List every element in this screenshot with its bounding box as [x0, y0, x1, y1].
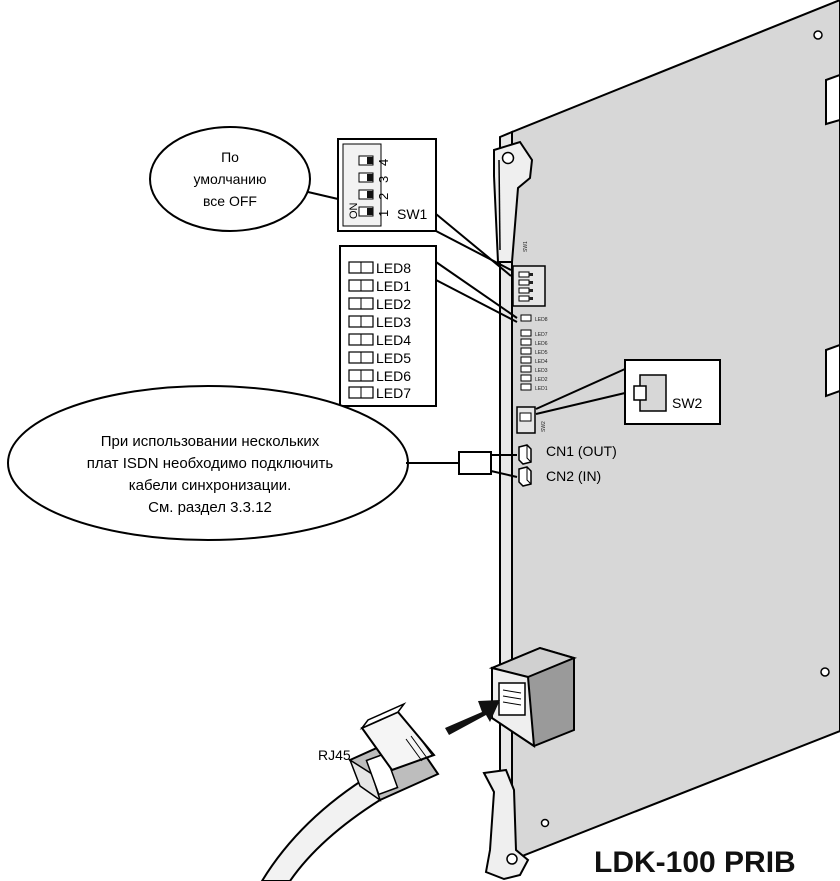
board-led-silkscreen: LED1	[535, 386, 548, 392]
board-led-silkscreen: LED3	[535, 368, 548, 374]
led-legend-label: LED1	[376, 278, 411, 294]
board-led	[521, 315, 531, 321]
default-off-line1: По	[221, 149, 239, 165]
board-sw1-silkscreen: SW1	[523, 241, 529, 252]
led-legend-label: LED8	[376, 260, 411, 276]
board-notch-top	[826, 75, 840, 124]
rj45-cable[interactable]	[262, 704, 438, 881]
isdn-callout-line3: кабели синхронизации.	[129, 477, 292, 494]
sw1-number-4: 4	[376, 159, 391, 166]
insert-arrow	[445, 700, 500, 735]
board-led-silkscreen: LED5	[535, 350, 548, 356]
led-legend-label: LED7	[376, 385, 411, 401]
board-led	[521, 357, 531, 363]
board-led-silkscreen: LED8	[535, 317, 548, 323]
led-legend-label: LED2	[376, 296, 411, 312]
rj45-label: RJ45	[318, 747, 351, 763]
led-legend-label: LED3	[376, 314, 411, 330]
led-legend-label: LED5	[376, 350, 411, 366]
board-led	[521, 339, 531, 345]
isdn-callout-line4: См. раздел 3.3.12	[148, 499, 272, 516]
cn2-connector[interactable]	[519, 467, 531, 486]
default-off-line3: все OFF	[203, 193, 257, 209]
board-led-silkscreen: LED2	[535, 377, 548, 383]
sw2-detail-box	[625, 360, 720, 424]
sw2-label: SW2	[672, 395, 703, 411]
mounting-hole-top	[814, 31, 822, 39]
board-led-silkscreen: LED7	[535, 332, 548, 338]
cn1-label: CN1 (OUT)	[546, 443, 617, 459]
sw1-on-label: ON	[348, 202, 360, 219]
board-led-silkscreen: LED4	[535, 359, 548, 365]
cn2-label: CN2 (IN)	[546, 468, 601, 484]
board-led	[521, 330, 531, 336]
isdn-callout-line2: плат ISDN необходимо подключить	[87, 455, 334, 472]
led-legend-label: LED6	[376, 368, 411, 384]
board-led	[521, 384, 531, 390]
board-sw2-silkscreen: SW2	[541, 421, 547, 432]
board-notch-middle	[826, 345, 840, 396]
cn1-connector[interactable]	[519, 445, 531, 464]
mounting-hole-lower-left	[542, 820, 549, 827]
board-led	[521, 366, 531, 372]
sw1-name-label: SW1	[397, 206, 428, 222]
sw1-number-3: 3	[376, 176, 391, 183]
product-title: LDK-100 PRIB	[594, 846, 796, 879]
board-sw2-switch[interactable]	[517, 407, 535, 433]
default-off-line2: умолчанию	[194, 171, 267, 187]
board-led-silkscreen: LED6	[535, 341, 548, 347]
board-led	[521, 348, 531, 354]
sw1-number-2: 2	[376, 193, 391, 200]
board-led	[521, 375, 531, 381]
sw1-number-1: 1	[376, 210, 391, 217]
board-sw1-switch[interactable]	[513, 266, 545, 306]
led-legend-label: LED4	[376, 332, 411, 348]
isdn-callout-line1: При использовании нескольких	[101, 433, 320, 450]
mounting-hole-bottom	[821, 668, 829, 676]
